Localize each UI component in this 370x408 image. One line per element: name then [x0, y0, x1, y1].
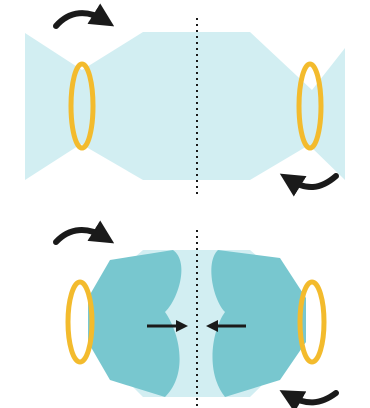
bottom-left-twist-lobe — [88, 250, 181, 397]
bottom-panel — [56, 230, 336, 406]
bottom-right-rotation-arrow-icon — [290, 176, 336, 187]
top-rotation-arrow-icon — [56, 13, 104, 26]
top-panel — [25, 13, 345, 194]
bottom-top-rotation-arrow-icon — [56, 230, 104, 242]
bottom-right-twist-lobe — [211, 250, 306, 397]
bottom-bottom-rotation-arrow-icon — [290, 393, 336, 402]
